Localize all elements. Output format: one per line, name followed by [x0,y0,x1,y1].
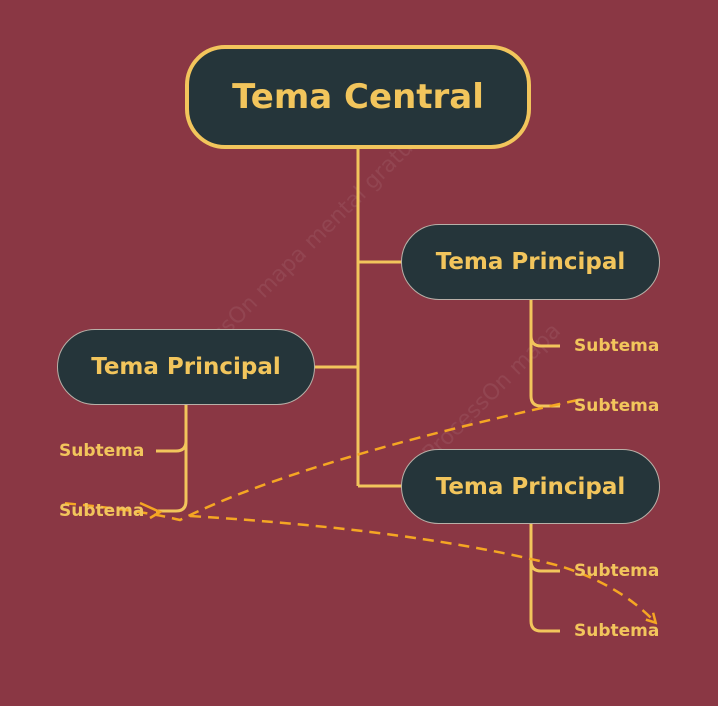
main-topic-right-top[interactable]: Tema Principal [401,224,660,300]
connector-sub [156,441,188,513]
connector-sub [529,336,560,408]
relationship-arrow-head [139,501,163,520]
subtopic[interactable]: Subtema [574,336,660,356]
main-topic-left[interactable]: Tema Principal [57,329,315,405]
connector-sub [156,405,188,453]
relationship-arrow [61,398,579,522]
main-topic-label: Tema Principal [435,249,626,275]
central-topic-label: Tema Central [232,77,484,117]
relationship-arrow [189,514,655,622]
subtopic[interactable]: Subtema [574,561,660,581]
connector-sub [529,561,560,633]
main-topic-label: Tema Principal [91,354,281,380]
central-topic[interactable]: Tema Central [185,45,531,149]
connector-sub [529,300,560,348]
main-topic-label: Tema Principal [435,473,626,500]
main-topic-right-bottom[interactable]: Tema Principal [401,449,660,524]
subtopic[interactable]: Subtema [574,621,660,641]
subtopic[interactable]: Subtema [59,441,145,461]
subtopic[interactable]: Subtema [574,396,660,416]
subtopic[interactable]: Subtema [59,501,145,521]
